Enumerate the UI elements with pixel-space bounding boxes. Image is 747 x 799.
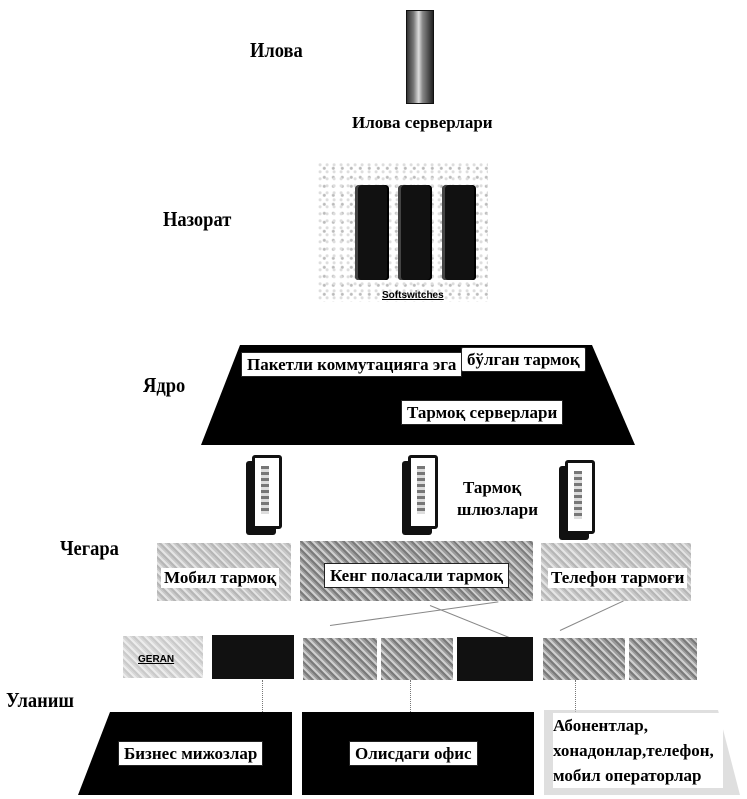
packet-network-label-part2: бўлган тармоқ xyxy=(461,347,586,372)
remote-office-label: Олисдаги офис xyxy=(349,741,478,766)
gateway-icon xyxy=(565,460,595,534)
access-device-block xyxy=(303,638,377,680)
subscribers-label-line2: хонадонлар,телефон, xyxy=(553,741,714,760)
layer-label-edge: Чегара xyxy=(60,536,119,560)
softswitch-icon xyxy=(355,185,389,280)
dotted-connector xyxy=(410,680,411,720)
access-device-block xyxy=(212,635,294,679)
dotted-connector xyxy=(575,680,576,714)
gateways-caption-line1: Тармоқ xyxy=(463,478,522,497)
access-device-block xyxy=(629,638,697,680)
connector-line xyxy=(429,605,514,640)
softswitch-icon xyxy=(442,185,476,280)
mobile-network-label: Мобил тармоқ xyxy=(161,568,280,588)
access-device-block xyxy=(457,637,533,681)
dotted-connector xyxy=(262,680,263,720)
core-network-trapezoid xyxy=(201,345,635,445)
subscribers-label: Абонентлар, хонадонлар,телефон, мобил оп… xyxy=(553,713,723,788)
app-servers-caption: Илова серверлари xyxy=(352,113,493,132)
geran-block xyxy=(123,636,203,678)
telephone-network-label: Телефон тармоғи xyxy=(548,568,688,588)
broadband-network-label: Кенг поласали тармоқ xyxy=(324,563,509,588)
layer-label-control: Назорат xyxy=(163,207,232,231)
subscribers-label-line3: мобил операторлар xyxy=(553,766,702,785)
gateway-icon xyxy=(252,455,282,529)
subscribers-label-line1: Абонентлар, xyxy=(553,716,648,735)
application-server-icon xyxy=(406,10,434,104)
layer-label-access: Уланиш xyxy=(6,688,74,712)
layer-label-application: Илова xyxy=(250,38,303,62)
softswitches-label: Softswitches xyxy=(382,290,444,301)
geran-label: GERAN xyxy=(138,654,175,665)
business-clients-label: Бизнес мижозлар xyxy=(118,741,264,766)
layer-label-core: Ядро xyxy=(143,373,186,397)
gateways-caption-line2: шлюзлари xyxy=(457,500,538,519)
access-device-block xyxy=(381,638,453,680)
gateway-icon xyxy=(408,455,438,529)
network-servers-label: Тармоқ серверлари xyxy=(401,400,564,425)
access-device-block xyxy=(543,638,625,680)
connector-line xyxy=(559,600,624,631)
softswitch-icon xyxy=(398,185,432,280)
packet-network-label-part1: Пакетли коммутацияга эга xyxy=(241,352,463,377)
